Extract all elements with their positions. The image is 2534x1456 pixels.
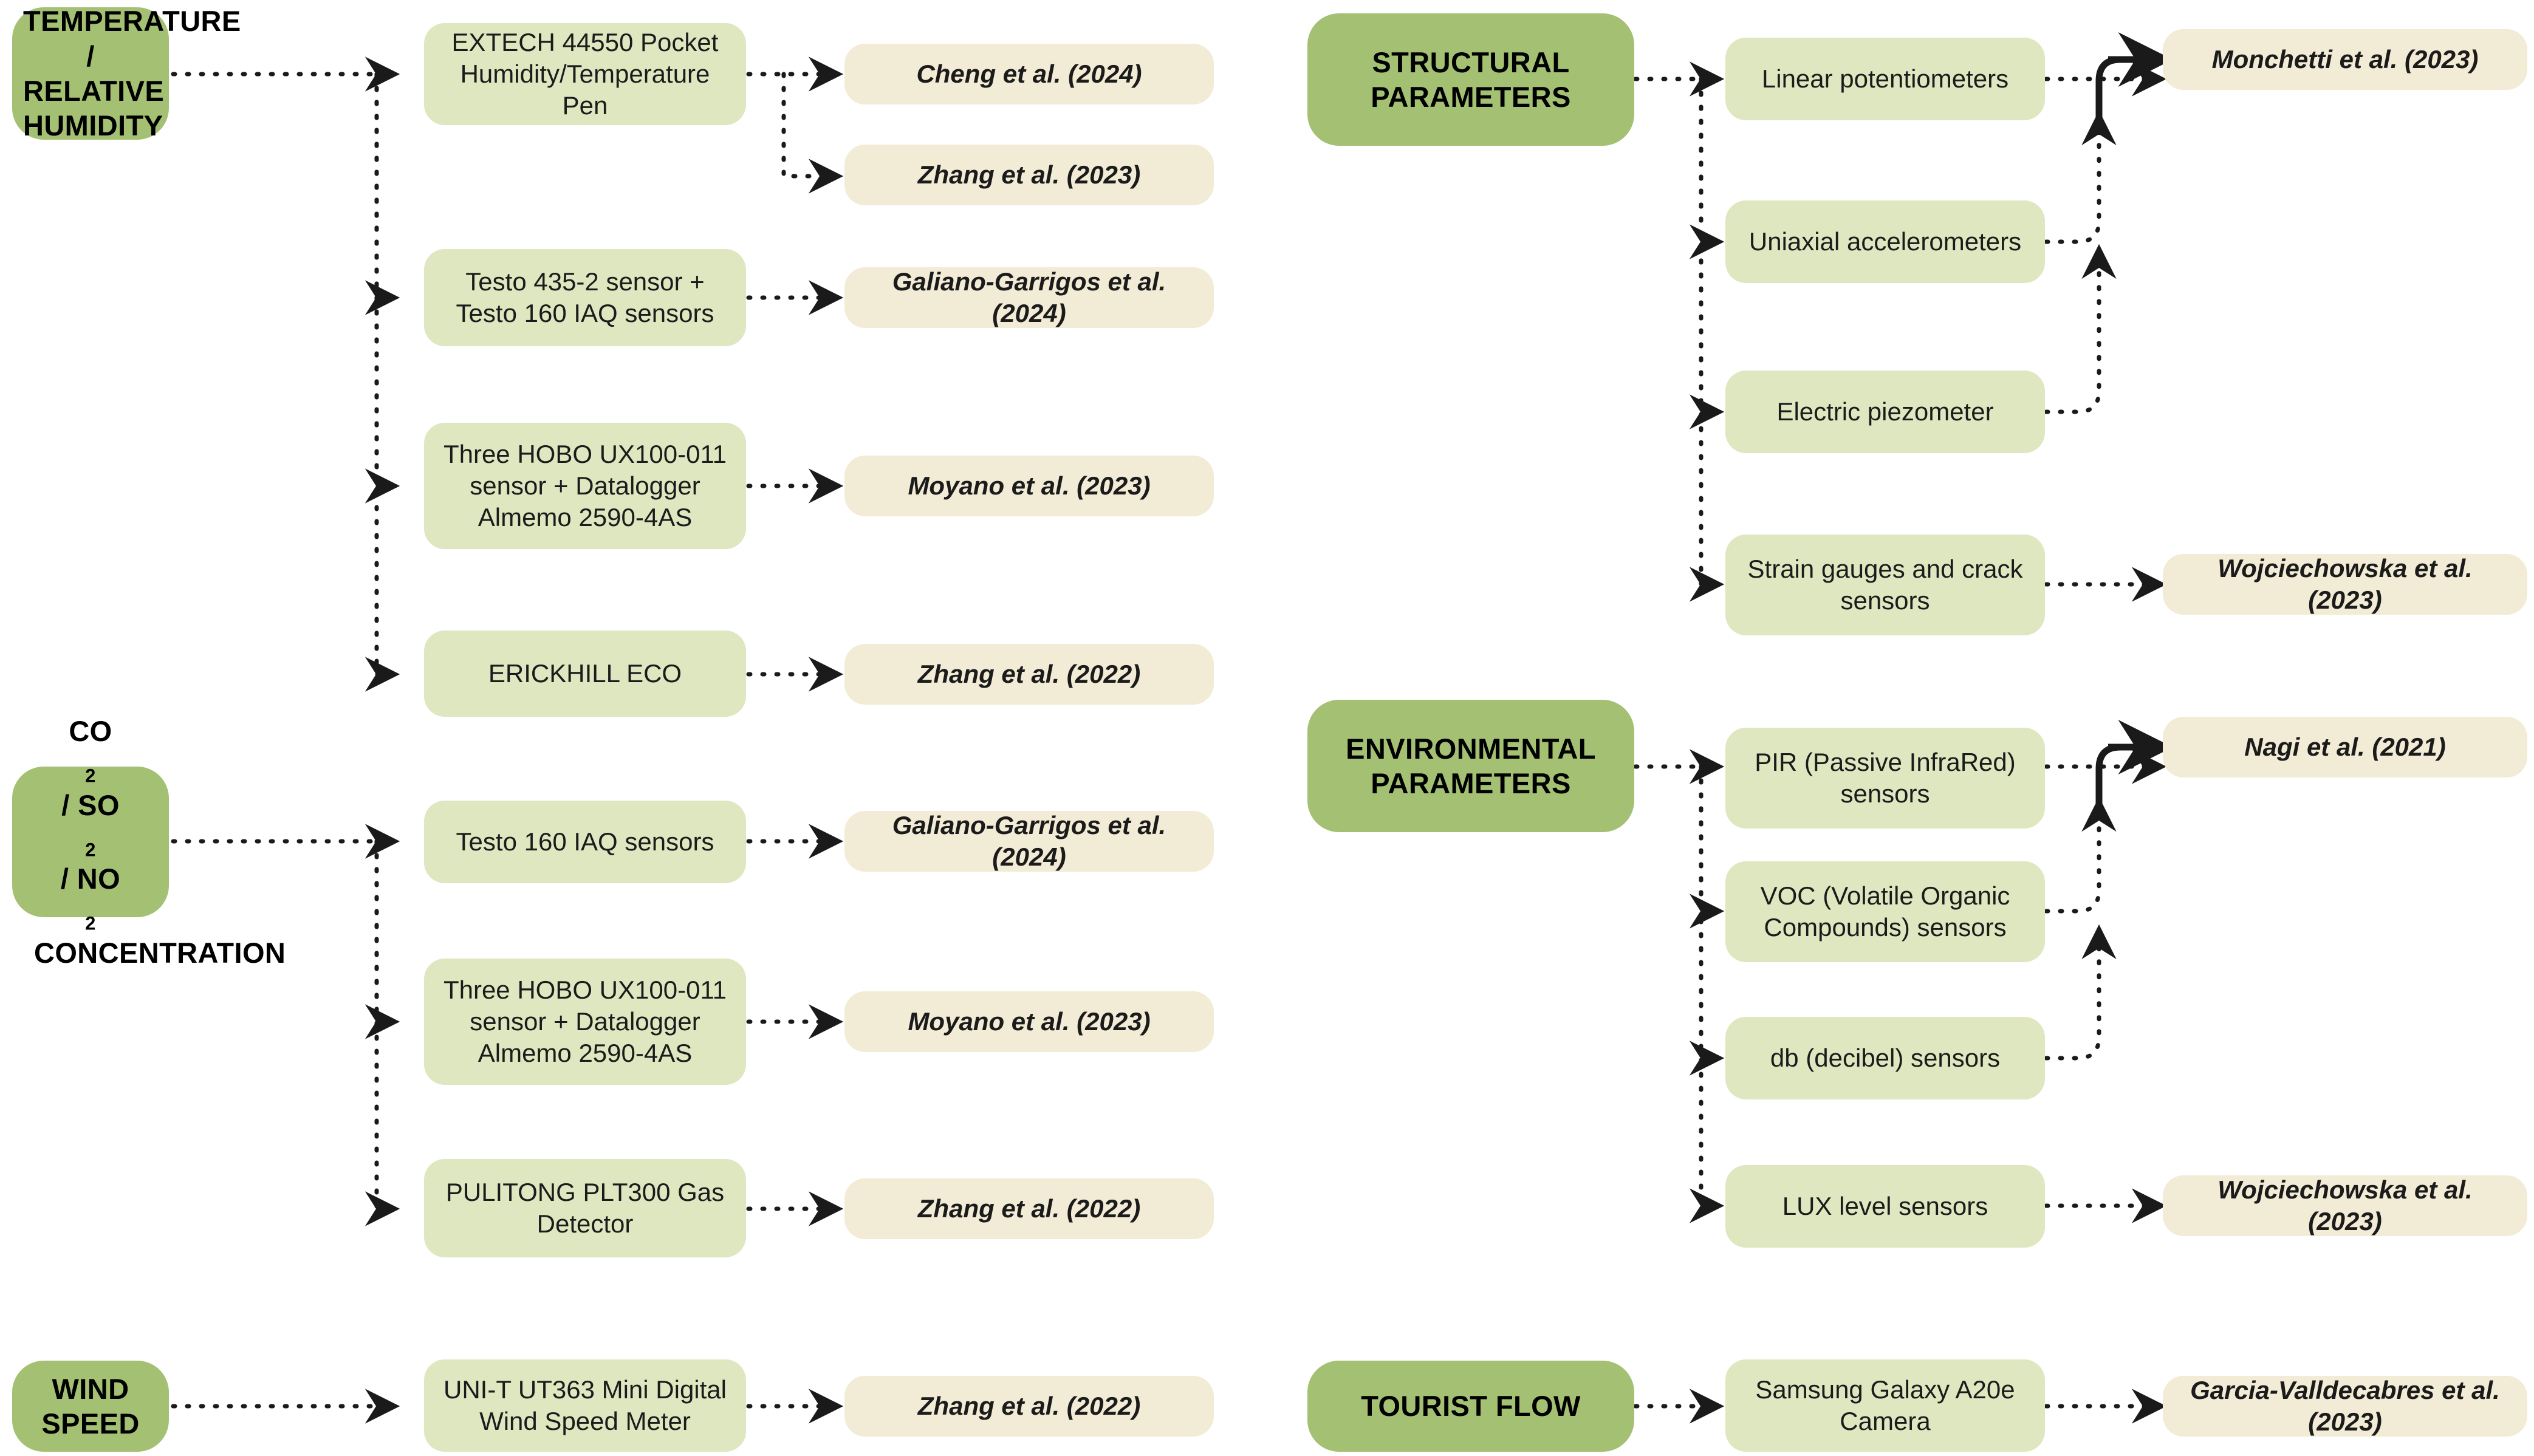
- reference-cheng-2024[interactable]: Cheng et al. (2024): [844, 44, 1214, 104]
- reference-garcia-valldecabres-2023[interactable]: Garcia-Valldecabres et al. (2023): [2163, 1376, 2527, 1437]
- sensor-hobo-ux100-011-b[interactable]: Three HOBO UX100-011 sensor + Datalogger…: [424, 959, 746, 1085]
- reference-label: Wojciechowska et al. (2023): [2217, 553, 2473, 614]
- reference-label: Zhang et al. (2022): [917, 659, 1141, 688]
- sensor-label: ERICKHILL ECO: [488, 658, 682, 688]
- sensor-electric-piezometer[interactable]: Electric piezometer: [1725, 371, 2045, 453]
- sensor-db-decibel[interactable]: db (decibel) sensors: [1725, 1017, 2045, 1099]
- category-label: ENVIRONMENTAL PARAMETERS: [1346, 732, 1596, 799]
- reference-label: Zhang et al. (2022): [917, 1194, 1141, 1223]
- reference-label: Nagi et al. (2021): [2244, 732, 2446, 761]
- category-label: TEMPERATURE / RELATIVE HUMIDITY: [23, 5, 241, 142]
- sensor-voc-volatile-organic[interactable]: VOC (Volatile Organic Compounds) sensors: [1725, 861, 2045, 962]
- sensor-pir-passive-infrared[interactable]: PIR (Passive InfraRed) sensors: [1725, 728, 2045, 829]
- sensor-testo-435-2[interactable]: Testo 435-2 sensor + Testo 160 IAQ senso…: [424, 249, 746, 346]
- sensor-label: Three HOBO UX100-011 sensor + Datalogger…: [443, 975, 727, 1068]
- category-wind-speed[interactable]: WIND SPEED: [12, 1361, 169, 1452]
- sensor-strain-gauges-crack[interactable]: Strain gauges and crack sensors: [1725, 535, 2045, 635]
- sensor-samsung-galaxy-a20e-camera[interactable]: Samsung Galaxy A20e Camera: [1725, 1359, 2045, 1452]
- reference-label: Moyano et al. (2023): [908, 1007, 1151, 1036]
- sensor-label: LUX level sensors: [1782, 1191, 1988, 1220]
- category-environmental-parameters[interactable]: ENVIRONMENTAL PARAMETERS: [1307, 700, 1634, 832]
- reference-label: Garcia-Valldecabres et al. (2023): [2190, 1375, 2500, 1436]
- reference-label: Wojciechowska et al. (2023): [2217, 1175, 2473, 1236]
- category-label: STRUCTURAL PARAMETERS: [1371, 46, 1571, 113]
- reference-label: Zhang et al. (2022): [917, 1391, 1141, 1420]
- sensor-label: Uniaxial accelerometers: [1748, 227, 2022, 256]
- sensor-label: Testo 435-2 sensor + Testo 160 IAQ senso…: [456, 267, 714, 327]
- sensor-label: EXTECH 44550 Pocket Humidity/Temperature…: [451, 27, 719, 120]
- reference-label: Zhang et al. (2023): [917, 160, 1141, 189]
- sensor-label: Linear potentiometers: [1761, 64, 2009, 93]
- reference-moyano-2023-a[interactable]: Moyano et al. (2023): [844, 456, 1214, 516]
- sensor-unit-ut363[interactable]: UNI-T UT363 Mini Digital Wind Speed Mete…: [424, 1359, 746, 1452]
- sensor-extech-44550[interactable]: EXTECH 44550 Pocket Humidity/Temperature…: [424, 23, 746, 125]
- reference-wojciechowska-2023-a[interactable]: Wojciechowska et al. (2023): [2163, 554, 2527, 615]
- sensor-label: VOC (Volatile Organic Compounds) sensors: [1760, 881, 2010, 942]
- sensor-testo-160-iaq[interactable]: Testo 160 IAQ sensors: [424, 801, 746, 883]
- sensor-pulitong-plt300[interactable]: PULITONG PLT300 Gas Detector: [424, 1159, 746, 1257]
- sensor-label: Testo 160 IAQ sensors: [456, 827, 714, 856]
- reference-label: Cheng et al. (2024): [916, 59, 1142, 88]
- sensor-label: UNI-T UT363 Mini Digital Wind Speed Mete…: [443, 1375, 727, 1435]
- sensor-label: Three HOBO UX100-011 sensor + Datalogger…: [443, 439, 727, 532]
- sensor-uniaxial-accelerometers[interactable]: Uniaxial accelerometers: [1725, 200, 2045, 283]
- sensor-label: PIR (Passive InfraRed) sensors: [1755, 747, 2016, 808]
- sensor-erickhill-eco[interactable]: ERICKHILL ECO: [424, 631, 746, 717]
- sensor-hobo-ux100-011-a[interactable]: Three HOBO UX100-011 sensor + Datalogger…: [424, 423, 746, 549]
- reference-label: Moyano et al. (2023): [908, 471, 1151, 500]
- reference-monchetti-2023[interactable]: Monchetti et al. (2023): [2163, 29, 2527, 90]
- sensor-label: PULITONG PLT300 Gas Detector: [445, 1177, 725, 1238]
- sensor-lux-level[interactable]: LUX level sensors: [1725, 1165, 2045, 1248]
- reference-zhang-2022-c[interactable]: Zhang et al. (2022): [844, 1376, 1214, 1437]
- reference-wojciechowska-2023-b[interactable]: Wojciechowska et al. (2023): [2163, 1175, 2527, 1236]
- reference-zhang-2022-b[interactable]: Zhang et al. (2022): [844, 1178, 1214, 1239]
- reference-label: Monchetti et al. (2023): [2211, 44, 2479, 73]
- reference-zhang-2022-a[interactable]: Zhang et al. (2022): [844, 644, 1214, 705]
- category-tourist-flow[interactable]: TOURIST FLOW: [1307, 1361, 1634, 1452]
- category-label: TOURIST FLOW: [1361, 1390, 1581, 1423]
- reference-nagi-2021[interactable]: Nagi et al. (2021): [2163, 717, 2527, 778]
- reference-moyano-2023-b[interactable]: Moyano et al. (2023): [844, 991, 1214, 1052]
- reference-galiano-garrigos-2024-b[interactable]: Galiano-Garrigos et al. (2024): [844, 811, 1214, 872]
- category-label: WIND SPEED: [41, 1372, 140, 1440]
- reference-zhang-2023[interactable]: Zhang et al. (2023): [844, 145, 1214, 205]
- reference-label: Galiano-Garrigos et al. (2024): [892, 267, 1166, 327]
- sensor-label: Strain gauges and crack sensors: [1747, 554, 2023, 615]
- category-temperature-humidity[interactable]: TEMPERATURE / RELATIVE HUMIDITY: [12, 5, 241, 142]
- reference-galiano-garrigos-2024-a[interactable]: Galiano-Garrigos et al. (2024): [844, 267, 1214, 328]
- sensor-label: Samsung Galaxy A20e Camera: [1755, 1375, 2015, 1435]
- sensor-label: db (decibel) sensors: [1770, 1043, 2001, 1072]
- sensor-label: Electric piezometer: [1776, 397, 1994, 426]
- category-structural-parameters[interactable]: STRUCTURAL PARAMETERS: [1307, 13, 1634, 146]
- reference-label: Galiano-Garrigos et al. (2024): [892, 810, 1166, 871]
- sensor-linear-potentiometers[interactable]: Linear potentiometers: [1725, 38, 2045, 120]
